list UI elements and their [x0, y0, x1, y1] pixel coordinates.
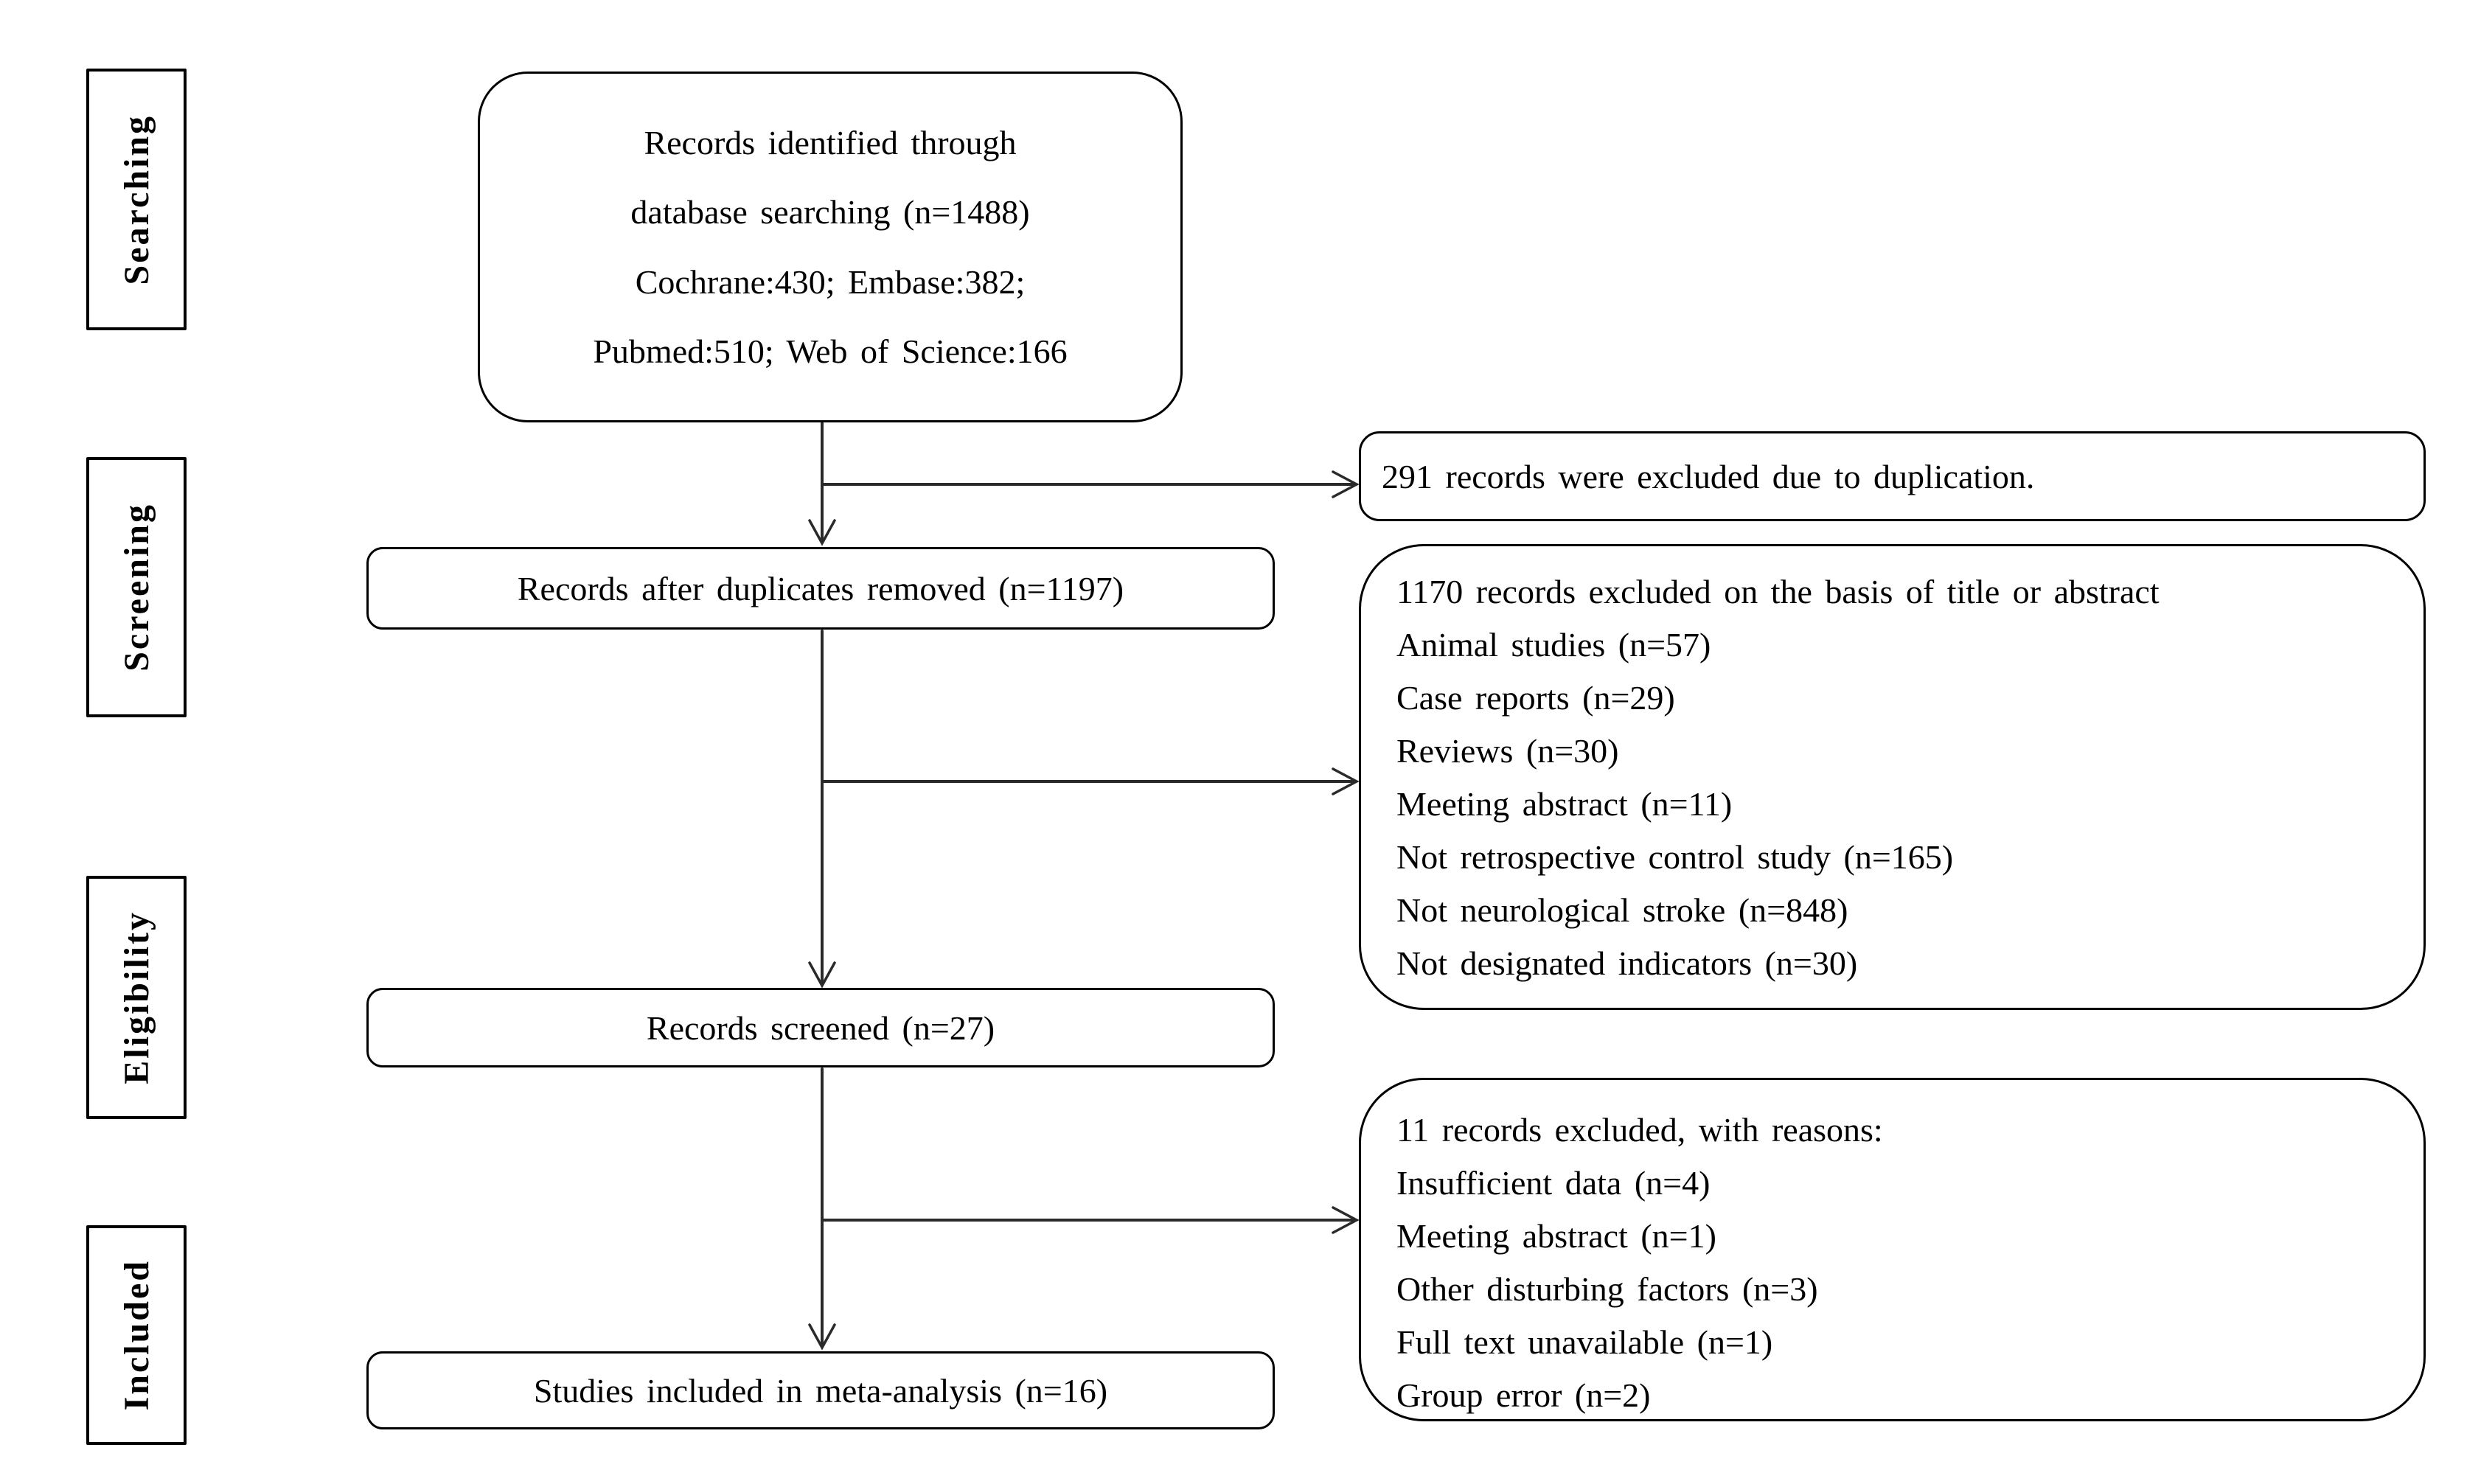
- box-records-identified: Records identified through database sear…: [478, 72, 1183, 422]
- identified-line: database searching (n=1488): [630, 193, 1030, 231]
- excluded-title-abstract-line: Meeting abstract (n=11): [1396, 785, 1733, 823]
- included-text: Studies included in meta-analysis (n=16): [533, 1371, 1108, 1410]
- excluded-title-abstract-line: Not retrospective control study (n=165): [1396, 838, 1954, 876]
- arrowhead-right-2: [1333, 769, 1357, 794]
- identified-line: Records identified through: [644, 124, 1017, 162]
- excluded-reasons-line: Insufficient data (n=4): [1396, 1164, 1711, 1202]
- arrowhead-right-3: [1333, 1208, 1357, 1233]
- box-records-after-duplicates: Records after duplicates removed (n=1197…: [366, 547, 1275, 630]
- stage-label-searching: Searching: [116, 114, 156, 285]
- excluded-title-abstract-line: Not designated indicators (n=30): [1396, 944, 1858, 982]
- arrowhead-down-1: [810, 520, 835, 543]
- excluded-title-abstract-line: Reviews (n=30): [1396, 732, 1619, 770]
- excluded-reasons-line: Other disturbing factors (n=3): [1396, 1270, 1818, 1308]
- excluded-duplication-text: 291 records were excluded due to duplica…: [1382, 457, 2035, 495]
- excluded-title-abstract-line: Case reports (n=29): [1396, 679, 1675, 717]
- stage-label-screening: Screening: [116, 503, 156, 672]
- identified-line: Cochrane:430; Embase:382;: [635, 262, 1026, 301]
- after-duplicates-text: Records after duplicates removed (n=1197…: [517, 569, 1124, 607]
- excluded-title-abstract-line: 1170 records excluded on the basis of ti…: [1396, 573, 2160, 610]
- stage-box-screening: Screening: [86, 457, 187, 717]
- stage-label-included: Included: [116, 1259, 156, 1411]
- excluded-reasons-line: 11 records excluded, with reasons:: [1396, 1111, 1883, 1149]
- box-records-screened: Records screened (n=27): [366, 988, 1275, 1067]
- stage-box-included: Included: [86, 1225, 187, 1445]
- stage-label-eligibility: Eligibility: [116, 910, 156, 1084]
- excluded-title-abstract-line: Animal studies (n=57): [1396, 626, 1711, 663]
- stage-box-searching: Searching: [86, 69, 187, 330]
- excluded-title-abstract-line: Not neurological stroke (n=848): [1396, 891, 1848, 929]
- arrowhead-right-1: [1333, 472, 1357, 497]
- box-excluded-duplication: 291 records were excluded due to duplica…: [1359, 431, 2426, 521]
- screened-text: Records screened (n=27): [646, 1009, 995, 1047]
- excluded-reasons-line: Group error (n=2): [1396, 1376, 1651, 1414]
- identified-line: Pubmed:510; Web of Science:166: [593, 332, 1068, 370]
- excluded-reasons-line: Meeting abstract (n=1): [1396, 1217, 1716, 1255]
- arrowhead-down-3: [810, 1325, 835, 1348]
- excluded-reasons-line: Full text unavailable (n=1): [1396, 1323, 1773, 1361]
- box-excluded-title-abstract: 1170 records excluded on the basis of ti…: [1359, 544, 2426, 1010]
- stage-box-eligibility: Eligibility: [86, 876, 187, 1119]
- box-studies-included: Studies included in meta-analysis (n=16): [366, 1351, 1275, 1429]
- box-excluded-reasons: 11 records excluded, with reasons: Insuf…: [1359, 1078, 2426, 1421]
- arrowhead-down-2: [810, 963, 835, 986]
